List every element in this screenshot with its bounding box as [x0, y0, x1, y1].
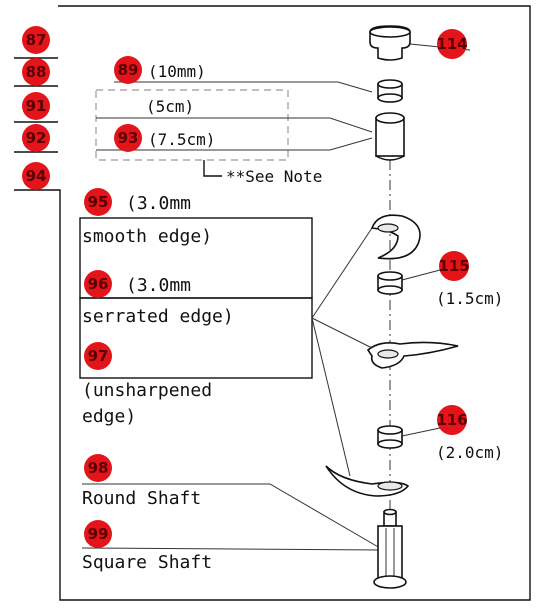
badge-116: 116 [436, 405, 468, 435]
label-116-size: (2.0cm) [436, 443, 503, 462]
badge-88: 88 [22, 58, 50, 86]
badge-99: 99 [84, 520, 112, 548]
badge-97: 97 [84, 342, 112, 370]
badge-95: 95 [84, 188, 112, 216]
part-cap-114 [369, 25, 411, 61]
badge-94: 94 [22, 162, 50, 190]
svg-text:115: 115 [438, 257, 469, 275]
label-115-size: (1.5cm) [436, 289, 503, 308]
label-5cm: (5cm) [146, 97, 194, 116]
label-see-note: **See Note [226, 167, 322, 186]
part-sleeve-93 [375, 112, 405, 161]
svg-text:94: 94 [26, 167, 47, 185]
part-spacer-89 [377, 79, 403, 103]
blade-box-lower [79, 297, 313, 379]
svg-text:91: 91 [26, 97, 47, 115]
label-95-size: (3.0mm [126, 193, 191, 214]
badge-115: 115 [438, 251, 470, 281]
page-frame [14, 5, 531, 601]
dashed-group-box [95, 89, 289, 161]
badge-98: 98 [84, 454, 112, 482]
svg-text:96: 96 [88, 275, 109, 293]
label-square-shaft: Square Shaft [82, 552, 212, 573]
leader-lines [81, 43, 471, 551]
badge-91: 91 [22, 92, 50, 120]
part-blade-96 [366, 341, 459, 369]
badge-89: 89 [114, 56, 142, 84]
part-blade-97 [325, 465, 410, 497]
label-93-size: (7.5cm) [148, 130, 215, 149]
svg-text:89: 89 [118, 61, 139, 79]
svg-text:97: 97 [88, 347, 109, 365]
svg-text:114: 114 [436, 35, 467, 53]
svg-text:95: 95 [88, 193, 109, 211]
label-96-edge: serrated edge) [82, 306, 234, 327]
svg-text:93: 93 [118, 129, 139, 147]
part-shaft [373, 508, 407, 589]
badge-92: 92 [22, 124, 50, 152]
label-96-size: (3.0mm [126, 275, 191, 296]
svg-text:98: 98 [88, 459, 109, 477]
part-spacer-116 [377, 425, 403, 449]
badge-87: 87 [22, 26, 50, 54]
svg-text:92: 92 [26, 129, 47, 147]
badge-93: 93 [114, 124, 142, 152]
badge-96: 96 [84, 270, 112, 298]
svg-text:116: 116 [436, 411, 467, 429]
svg-text:87: 87 [26, 31, 47, 49]
see-note-bracket [203, 160, 222, 177]
label-97-line1: (unsharpened [82, 380, 212, 401]
badge-114: 114 [436, 29, 468, 59]
svg-text:99: 99 [88, 525, 109, 543]
part-spacer-115 [377, 271, 403, 295]
label-97-line2: edge) [82, 406, 136, 427]
svg-text:88: 88 [26, 63, 47, 81]
label-95-edge: smooth edge) [82, 226, 212, 247]
part-blade-95 [370, 214, 421, 260]
label-round-shaft: Round Shaft [82, 488, 201, 509]
label-89-size: (10mm) [148, 62, 206, 81]
